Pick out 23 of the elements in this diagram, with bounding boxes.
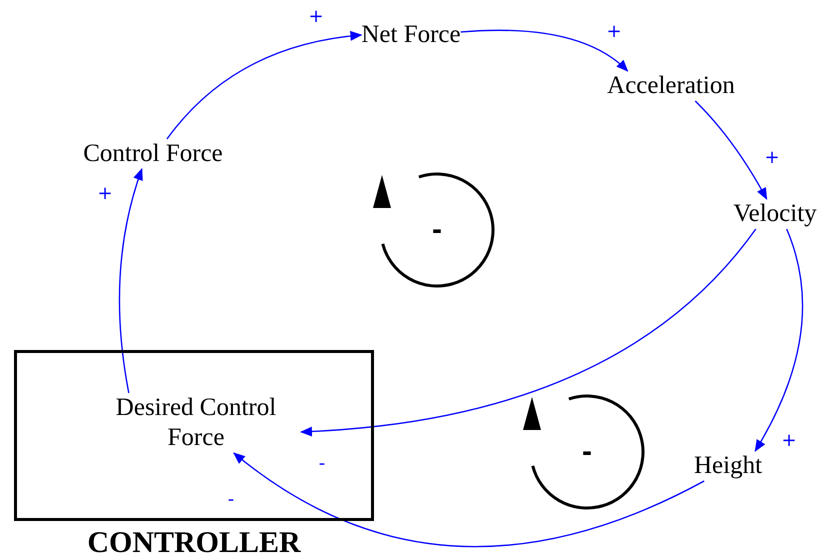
polarity-label: - [318, 455, 326, 473]
polarity-label: - [228, 491, 234, 509]
variable-label: Height [694, 451, 762, 481]
controller-heading: CONTROLLER [87, 526, 301, 558]
causal-link-arrow [460, 30, 628, 72]
polarity-label: + [97, 185, 113, 203]
loop-polarity-label: - [582, 437, 592, 467]
polarity-label: + [606, 23, 622, 41]
causal-link-arrow [694, 100, 768, 200]
variable-label: Desired Control Force [91, 393, 301, 453]
variable-label: Acceleration [607, 71, 735, 101]
variable-label: Net Force [361, 20, 461, 50]
polarity-label: + [308, 8, 324, 26]
variable-label: Velocity [733, 199, 817, 229]
polarity-label: + [764, 149, 780, 167]
loop-polarity-label: - [432, 215, 442, 245]
causal-link-arrow [754, 228, 804, 452]
causal-link-arrow [118, 168, 144, 394]
variable-label: Control Force [83, 139, 223, 169]
causal-link-arrow [300, 228, 756, 436]
causal-link-arrow [233, 452, 704, 547]
polarity-label: + [781, 432, 797, 450]
causal-link-arrow [166, 31, 362, 140]
